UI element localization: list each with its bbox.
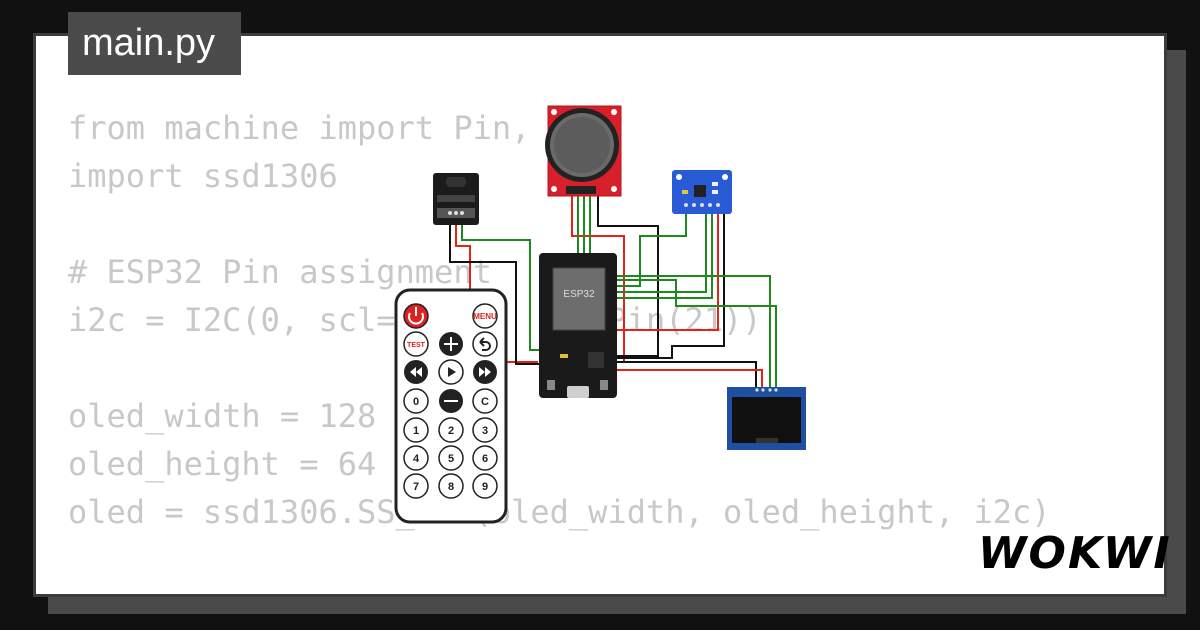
play-button[interactable] xyxy=(438,359,464,385)
key-c-button[interactable]: C xyxy=(472,388,498,414)
key-3-button[interactable]: 3 xyxy=(472,417,498,443)
code-line-7: oled_width = 128 xyxy=(68,397,377,435)
key-1-label: 1 xyxy=(413,425,419,437)
key-5-label: 5 xyxy=(448,453,454,465)
ir-receiver-module[interactable] xyxy=(433,173,479,225)
key-6-label: 6 xyxy=(482,453,488,465)
key-8-label: 8 xyxy=(448,481,454,493)
back-button[interactable] xyxy=(472,331,498,357)
code-line-8: oled_height = 64 xyxy=(68,445,377,483)
power-button[interactable] xyxy=(403,303,429,329)
code-line-9-head: oled = ssd1306.SS xyxy=(68,493,396,531)
key-0-label: 0 xyxy=(413,396,419,408)
imu-module[interactable] xyxy=(672,170,732,214)
wire-imu-gnd xyxy=(616,214,725,359)
wire-oled-scl xyxy=(616,275,771,388)
key-1-button[interactable]: 1 xyxy=(403,417,429,443)
esp32-label: ESP32 xyxy=(563,289,595,300)
menu-button[interactable]: MENU xyxy=(472,303,498,329)
key-9-button[interactable]: 9 xyxy=(472,473,498,499)
wire-imu-scl xyxy=(616,214,707,293)
key-8-button[interactable]: 8 xyxy=(438,473,464,499)
file-tab[interactable]: main.py xyxy=(68,12,241,75)
code-line-1: from machine import Pin, xyxy=(68,109,550,147)
wire-oled-gnd xyxy=(616,361,757,388)
minus-button[interactable] xyxy=(439,389,463,413)
key-2-label: 2 xyxy=(448,425,454,437)
key-5-button[interactable]: 5 xyxy=(438,445,464,471)
wire-imu-sda xyxy=(616,214,713,299)
plus-button[interactable] xyxy=(439,332,463,356)
wire-imu-vcc xyxy=(616,214,719,331)
wire-joy-gnd xyxy=(597,195,659,357)
menu-label: MENU xyxy=(473,312,497,321)
code-line-5-head: i2c = I2C(0, scl= xyxy=(68,301,396,339)
code-line-2: import ssd1306 xyxy=(68,157,338,195)
test-label: TEST xyxy=(407,342,426,349)
test-button[interactable]: TEST xyxy=(403,331,429,357)
key-4-button[interactable]: 4 xyxy=(403,445,429,471)
wire-oled-vcc xyxy=(616,369,763,388)
esp32-board[interactable]: ESP32 xyxy=(539,253,617,398)
key-9-label: 9 xyxy=(482,481,488,493)
key-7-button[interactable]: 7 xyxy=(403,473,429,499)
key-c-label: C xyxy=(481,396,489,408)
key-4-label: 4 xyxy=(413,453,420,465)
wire-imu-a xyxy=(616,214,687,287)
joystick-module[interactable] xyxy=(545,105,622,197)
key-2-button[interactable]: 2 xyxy=(438,417,464,443)
wire-ir-gnd xyxy=(449,222,540,365)
key-0-button[interactable]: 0 xyxy=(403,388,429,414)
code-line-4: # ESP32 Pin assignment xyxy=(68,253,492,291)
wire-ir-signal xyxy=(461,222,540,351)
key-6-button[interactable]: 6 xyxy=(472,445,498,471)
wokwi-logo[interactable]: WOKWI xyxy=(978,528,1172,579)
oled-display[interactable] xyxy=(727,387,806,450)
fast-forward-button[interactable] xyxy=(473,360,497,384)
wire-oled-sda xyxy=(616,279,777,388)
rewind-button[interactable] xyxy=(404,360,428,384)
key-7-label: 7 xyxy=(413,481,419,493)
ir-remote[interactable]: MENU TEST 0 xyxy=(394,288,508,524)
key-3-label: 3 xyxy=(482,425,488,437)
